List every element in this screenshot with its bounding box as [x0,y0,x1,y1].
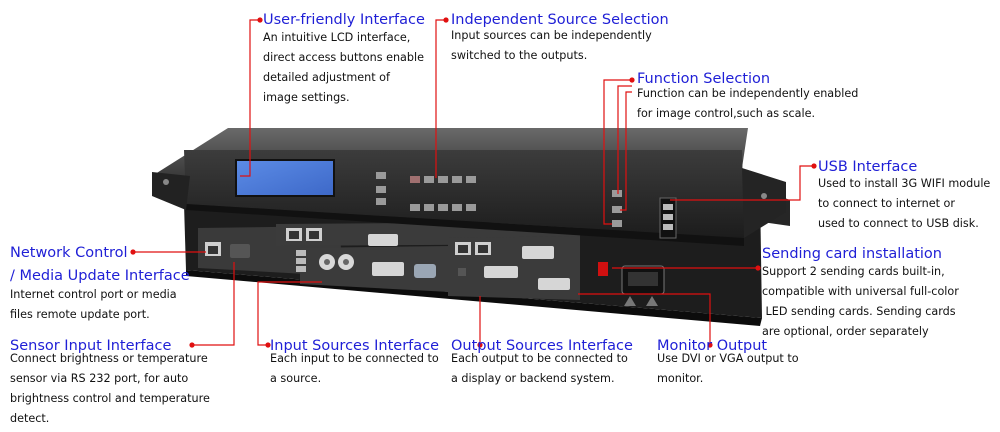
function-selection-title: Function Selection [637,71,771,87]
output-sources-title: Output Sources Interface [451,338,633,354]
user-friendly-title: User-friendly Interface [263,12,425,28]
leader-input-sources [257,281,322,346]
independent-source-title: Independent Source Selection [451,12,669,28]
leader-function-selection-1 [603,79,632,225]
leader-lines [133,19,814,346]
monitor-title: Monitor Output [657,338,768,354]
leader-function-selection-2 [617,85,632,194]
leader-dots [130,17,817,348]
leader-usb [670,165,814,201]
sending-card-title: Sending card installation [762,246,942,262]
user-friendly-description: An intuitive LCD interface,direct access… [263,31,425,104]
leader-sensor [192,262,235,346]
input-sources-title: Input Sources Interface [270,338,440,354]
network-title-line-2: / Media Update Interface [10,268,190,284]
leader-user-friendly [240,19,260,177]
leader-monitor [578,293,711,345]
sensor-title: Sensor Input Interface [10,338,172,354]
sending-card-description: Support 2 sending cards built-in,compati… [762,265,959,338]
network-title: Network Control [10,245,128,261]
leader-function-selection-3 [620,91,632,211]
usb-title: USB Interface [818,159,918,175]
leader-independent-source [435,19,446,178]
